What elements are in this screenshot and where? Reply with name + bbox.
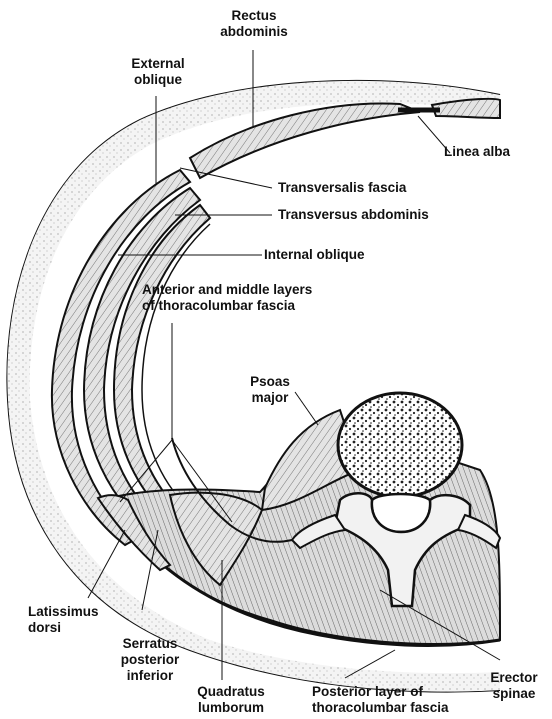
label-transversus-abdominis: Transversus abdominis — [278, 207, 429, 223]
label-transversalis-fascia: Transversalis fascia — [278, 180, 406, 196]
vertebral-body — [338, 393, 462, 497]
label-internal-oblique: Internal oblique — [264, 247, 365, 263]
label-linea-alba: Linea alba — [444, 144, 510, 160]
label-serratus-posterior-inferior: Serratus posterior inferior — [110, 636, 190, 684]
